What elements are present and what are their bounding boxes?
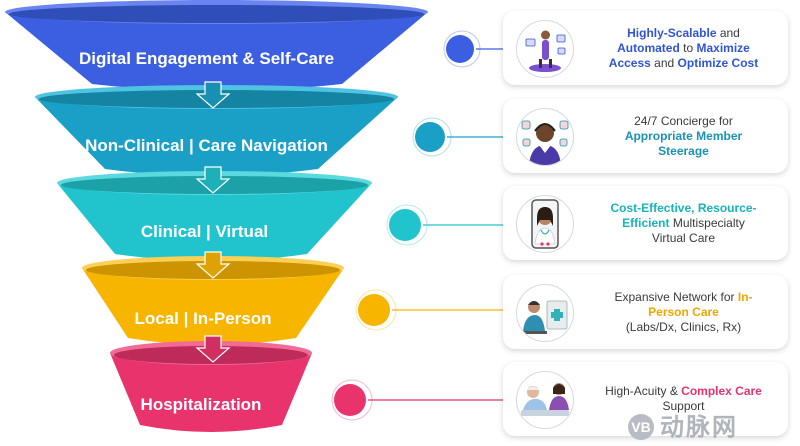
callout-highlight: Highly-Scalable bbox=[627, 25, 717, 40]
hospital-patient-icon bbox=[516, 371, 574, 429]
callout-line: Efficient Multispecialty bbox=[610, 216, 756, 231]
connector-ring bbox=[443, 30, 481, 68]
callout-text-segment: Multispecialty bbox=[669, 215, 745, 230]
connector-dot bbox=[446, 35, 474, 63]
clinic-visit-icon bbox=[516, 284, 574, 342]
callout-line: (Labs/Dx, Clinics, Rx) bbox=[614, 320, 752, 335]
connector bbox=[386, 204, 503, 246]
callout-line: Automated to Maximize bbox=[609, 41, 758, 56]
funnel-tier-body bbox=[110, 353, 312, 432]
funnel-tiers: Digital Engagement & Self-CareNon-Clinic… bbox=[5, 0, 428, 432]
watermark: VB 动脉网 bbox=[628, 412, 798, 444]
connector-ring bbox=[355, 289, 397, 331]
callout-highlight: Automated bbox=[617, 40, 680, 55]
connector-dot bbox=[334, 384, 366, 416]
funnel-tier: Clinical | Virtual bbox=[57, 171, 372, 261]
funnel-tier-label: Hospitalization bbox=[141, 395, 262, 414]
callout-highlight: Appropriate Member bbox=[624, 128, 743, 143]
callout-line: Cost-Effective, Resource- bbox=[610, 201, 756, 216]
callout-text-segment: to bbox=[679, 40, 697, 55]
down-arrow-icon bbox=[195, 251, 231, 279]
connector-dot bbox=[389, 209, 421, 241]
callout-line: 24/7 Concierge for bbox=[625, 114, 742, 129]
callout-text-segment: Virtual Care bbox=[651, 230, 716, 245]
funnel-tier: Local | In-Person bbox=[82, 256, 344, 345]
callout-highlight: Complex Care bbox=[681, 384, 762, 398]
callout-highlight: Person Care bbox=[648, 304, 719, 319]
callout-card: Cost-Effective, Resource-Efficient Multi… bbox=[503, 186, 788, 260]
callout-text-segment: High-Acuity & bbox=[605, 384, 682, 398]
callout-text-segment: Support bbox=[662, 399, 705, 413]
down-arrow-icon bbox=[195, 81, 231, 109]
callout-line: Person Care bbox=[614, 305, 752, 320]
callout-text: Expansive Network for In-Person Care(Lab… bbox=[587, 275, 780, 349]
virtual-doctor-phone-icon bbox=[516, 195, 574, 253]
connector-ring bbox=[412, 117, 452, 157]
funnel-tier: Hospitalization bbox=[110, 341, 312, 432]
connector-dot bbox=[415, 122, 445, 152]
down-arrow-icon bbox=[195, 335, 231, 363]
callout-line: Highly-Scalable and bbox=[609, 26, 758, 41]
funnel-tier-body bbox=[57, 183, 372, 261]
funnel-tier-body bbox=[35, 97, 398, 176]
callout-line: Access and Optimize Cost bbox=[609, 56, 758, 71]
callout-highlight: Steerage bbox=[658, 143, 709, 158]
down-arrow-icon bbox=[195, 166, 231, 194]
callout-line: High-Acuity & Complex Care bbox=[605, 384, 762, 399]
concierge-agent-icon bbox=[516, 108, 574, 166]
callout-text-segment: 24/7 Concierge for bbox=[634, 113, 733, 128]
watermark-logo-icon: VB bbox=[628, 414, 654, 440]
callout-highlight: Optimize Cost bbox=[677, 55, 759, 70]
funnel-tier-label: Local | In-Person bbox=[134, 309, 271, 328]
callout-text-segment: and bbox=[650, 55, 678, 70]
callout-text: Cost-Effective, Resource-Efficient Multi… bbox=[587, 186, 780, 260]
callout-line: Steerage bbox=[625, 144, 742, 159]
funnel-tier: Digital Engagement & Self-Care bbox=[5, 0, 428, 91]
person-with-devices-icon bbox=[516, 20, 574, 78]
callout-highlight: Efficient bbox=[622, 215, 670, 230]
callout-card: Expansive Network for In-Person Care(Lab… bbox=[503, 275, 788, 349]
callout-text-segment: (Labs/Dx, Clinics, Rx) bbox=[625, 319, 742, 334]
connector bbox=[331, 379, 503, 421]
callout-highlight: In- bbox=[737, 289, 753, 304]
connector bbox=[355, 289, 503, 331]
connector bbox=[412, 117, 503, 157]
connector-ring bbox=[386, 204, 428, 246]
connector-layer bbox=[331, 30, 503, 421]
callout-line: Expansive Network for In- bbox=[614, 290, 752, 305]
callout-highlight: Access bbox=[608, 55, 651, 70]
connector-ring bbox=[331, 379, 373, 421]
callout-highlight: Maximize bbox=[696, 40, 750, 55]
funnel-tier-body bbox=[82, 268, 344, 345]
callout-line: Appropriate Member bbox=[625, 129, 742, 144]
watermark-text: 动脉网 bbox=[660, 414, 738, 441]
funnel-tier-body bbox=[5, 12, 428, 91]
callout-line: Virtual Care bbox=[610, 231, 756, 246]
funnel-tier-rim-inner bbox=[9, 5, 424, 23]
funnel-tier-label: Non-Clinical | Care Navigation bbox=[85, 136, 328, 155]
funnel-tier-label: Clinical | Virtual bbox=[141, 222, 268, 241]
funnel-tier-label: Digital Engagement & Self-Care bbox=[79, 49, 334, 68]
callout-line: Support bbox=[605, 399, 762, 414]
connector-dot bbox=[358, 294, 390, 326]
funnel-arrows bbox=[195, 81, 231, 363]
callout-highlight: Cost-Effective, Resource- bbox=[610, 200, 757, 215]
callout-text-segment: and bbox=[716, 25, 740, 40]
connector bbox=[443, 30, 503, 68]
callout-text-segment: Expansive Network for bbox=[614, 289, 738, 304]
